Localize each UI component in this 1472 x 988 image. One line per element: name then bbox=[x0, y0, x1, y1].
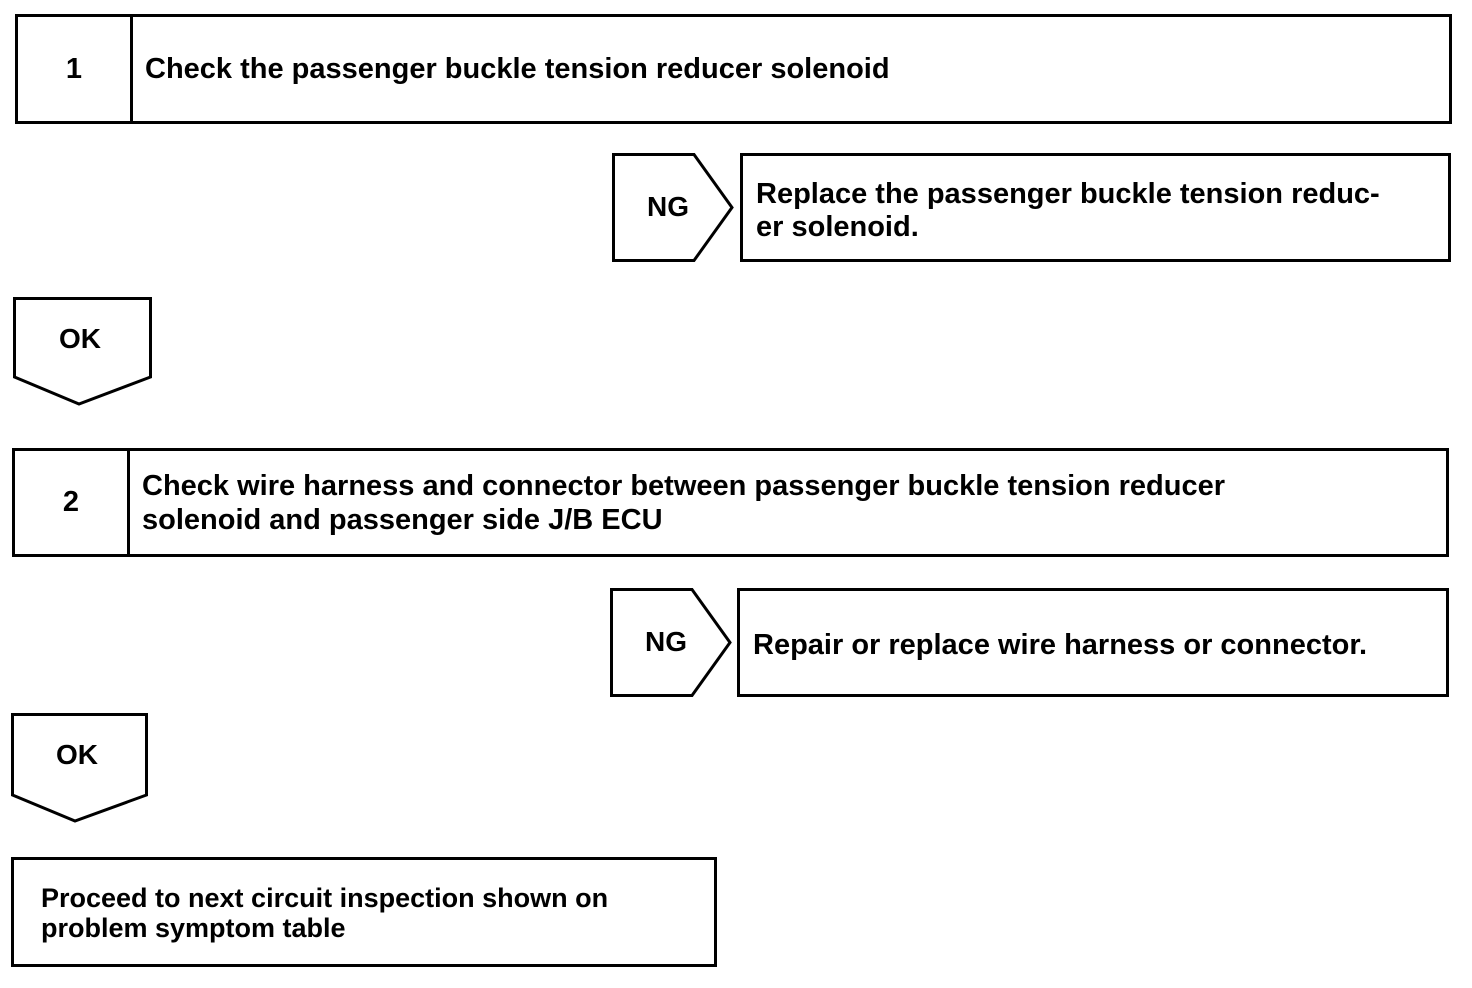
ok-1-arrow-shape bbox=[13, 297, 152, 406]
step-2-text: Check wire harness and connector between… bbox=[130, 451, 1446, 554]
ok-1-label: OK bbox=[59, 323, 101, 354]
step-2-box: 2 Check wire harness and connector betwe… bbox=[12, 448, 1449, 557]
ok-2-arrow-shape bbox=[11, 713, 148, 823]
final-text-line-1: Proceed to next circuit inspection shown… bbox=[41, 883, 609, 913]
step-2-text-line-2: solenoid and passenger side J/B ECU bbox=[142, 503, 663, 536]
step-1-number: 1 bbox=[18, 17, 133, 121]
ng-2-tag: NG bbox=[610, 588, 732, 697]
final-box: Proceed to next circuit inspection shown… bbox=[11, 857, 717, 967]
ng-1-action-box: Replace the passenger buckle tension red… bbox=[740, 153, 1451, 262]
ng-1-action-line-1: Replace the passenger buckle tension red… bbox=[756, 178, 1380, 210]
ng-1-tag: NG bbox=[612, 153, 734, 262]
ng-2-action-text: Repair or replace wire harness or connec… bbox=[753, 629, 1368, 661]
step-1-text: Check the passenger buckle tension reduc… bbox=[145, 53, 890, 85]
step-2-number: 2 bbox=[15, 451, 130, 554]
ng-2-label: NG bbox=[645, 626, 687, 657]
ok-2-tag: OK bbox=[11, 713, 150, 823]
ng-2-action-box: Repair or replace wire harness or connec… bbox=[737, 588, 1449, 697]
step-1-box: 1 Check the passenger buckle tension red… bbox=[15, 14, 1452, 124]
ng-2-arrow-shape bbox=[610, 588, 732, 697]
ng-1-arrow-shape bbox=[612, 153, 734, 262]
step-2-text-line-1: Check wire harness and connector between… bbox=[142, 469, 1226, 502]
ng-1-label: NG bbox=[647, 191, 689, 222]
ok-2-label: OK bbox=[56, 739, 98, 770]
final-text-line-2: problem symptom table bbox=[41, 913, 346, 943]
ng-1-action-line-2: er solenoid. bbox=[756, 211, 919, 243]
ok-1-tag: OK bbox=[13, 297, 152, 406]
